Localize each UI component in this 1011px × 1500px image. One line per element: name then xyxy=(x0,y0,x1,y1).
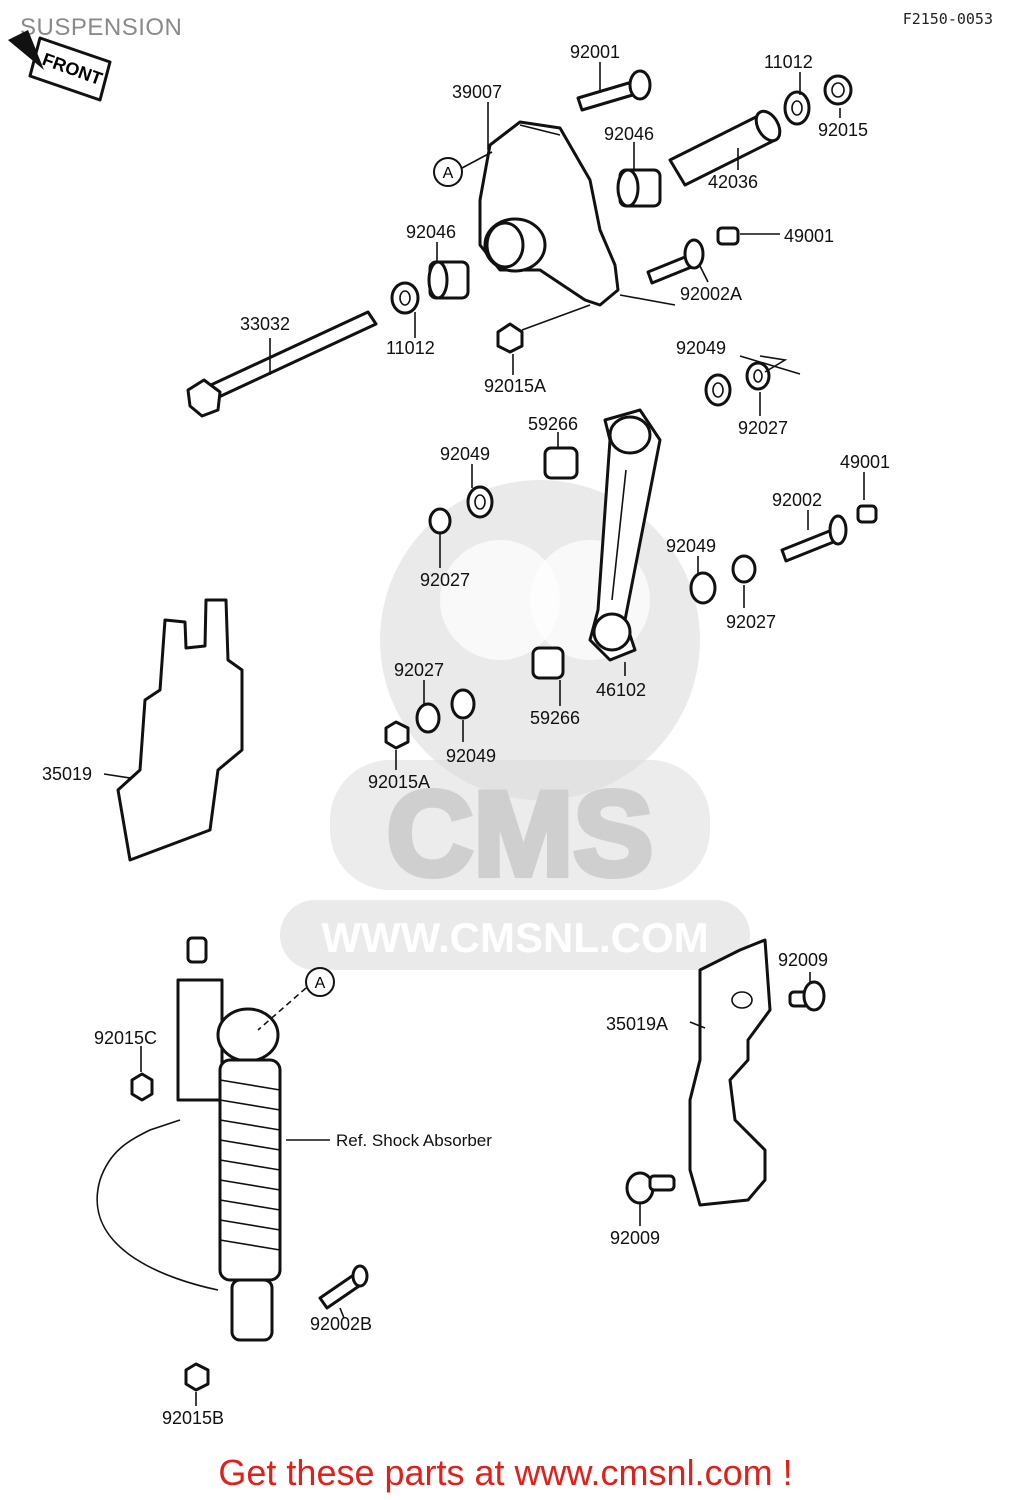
front-arrow: FRONT xyxy=(8,30,112,102)
label-92001: 92001 xyxy=(570,42,620,62)
cover-35019 xyxy=(116,598,244,862)
seal-92049-mid-right xyxy=(689,571,717,605)
label-92046-lower: 92046 xyxy=(406,222,456,242)
washer-92027-lower-left xyxy=(415,702,441,734)
part-labels: 92001 11012 39007 92046 92015 42036 4900… xyxy=(42,42,890,1428)
label-92027-mid-left: 92027 xyxy=(420,570,470,590)
collar-59266-lower xyxy=(531,646,565,680)
label-59266-lower: 59266 xyxy=(530,708,580,728)
label-49001-lower: 49001 xyxy=(840,452,890,472)
seal-92049-mid-left xyxy=(466,485,494,519)
label-49001-upper: 49001 xyxy=(784,226,834,246)
page-title: SUSPENSION xyxy=(20,14,183,41)
label-39007: 39007 xyxy=(452,82,502,102)
washer-11012-lower xyxy=(390,281,420,315)
shock-absorber xyxy=(96,936,282,1342)
callout-marker-a-upper-label: A xyxy=(443,165,454,182)
label-35019A: 35019A xyxy=(606,1014,668,1034)
label-92027-upper-right: 92027 xyxy=(738,418,788,438)
nut-92015A-lower xyxy=(384,720,410,750)
seal-92049-upper-right xyxy=(704,373,732,407)
label-92049-mid-right: 92049 xyxy=(666,536,716,556)
label-92049-mid-left: 92049 xyxy=(440,444,490,464)
label-92015: 92015 xyxy=(818,120,868,140)
label-11012-upper: 11012 xyxy=(764,52,813,72)
callout-marker-a-lower-label: A xyxy=(315,975,326,992)
leader-lines xyxy=(103,62,865,1406)
bushing-92046-lower xyxy=(427,260,470,300)
bracket-35019A xyxy=(688,938,772,1207)
tie-rod-46102 xyxy=(588,408,662,662)
bolt-92002A xyxy=(646,238,705,285)
label-92009-upper: 92009 xyxy=(778,950,828,970)
label-92002B: 92002B xyxy=(310,1314,372,1334)
label-59266-upper: 59266 xyxy=(528,414,578,434)
label-92049-upper-right: 92049 xyxy=(676,338,726,358)
label-92015A-lower: 92015A xyxy=(368,772,430,792)
label-92015A-upper: 92015A xyxy=(484,376,546,396)
label-92027-lower-left: 92027 xyxy=(394,660,444,680)
bolt-92002 xyxy=(780,504,878,563)
seal-92049-lower-left xyxy=(450,688,476,720)
label-92046-upper: 92046 xyxy=(604,124,654,144)
label-92049-lower-left: 92049 xyxy=(446,746,496,766)
bolt-92002B xyxy=(318,1264,369,1310)
ref-shock-absorber-label: Ref. Shock Absorber xyxy=(336,1131,492,1150)
bolt-92001 xyxy=(576,69,652,112)
label-33032: 33032 xyxy=(240,314,290,334)
collar-59266-upper xyxy=(543,446,579,480)
pivot-bolt-33032 xyxy=(186,310,378,418)
label-42036: 42036 xyxy=(708,172,758,192)
nut-92015C xyxy=(130,1072,154,1102)
label-92027-mid-right: 92027 xyxy=(726,612,776,632)
label-92015B: 92015B xyxy=(162,1408,224,1428)
label-92002: 92002 xyxy=(772,490,822,510)
nut-92015 xyxy=(823,74,853,106)
bolt-92009-lower xyxy=(625,1171,676,1205)
footer-cta[interactable]: Get these parts at www.cmsnl.com ! xyxy=(218,1452,793,1493)
washer-92027-mid-right xyxy=(731,554,757,584)
nut-92015B xyxy=(184,1362,210,1392)
washer-92027-mid-left xyxy=(428,507,452,535)
label-35019: 35019 xyxy=(42,764,92,784)
callout-marker-a-lower: A xyxy=(257,967,335,1031)
nut-92015A-upper xyxy=(496,322,524,354)
washer-11012-upper xyxy=(783,90,811,126)
watermark-url: WWW.CMSNL.COM xyxy=(321,914,708,961)
diagram-code: F2150-0053 xyxy=(902,10,993,28)
washer-92027-upper-right xyxy=(745,361,771,391)
collar-42036 xyxy=(668,109,782,187)
watermark-brand: CMS xyxy=(387,767,654,901)
label-92009-lower: 92009 xyxy=(610,1228,660,1248)
bolt-92009-upper xyxy=(788,980,826,1012)
bushing-92046-upper xyxy=(616,168,662,208)
label-92002A: 92002A xyxy=(680,284,742,304)
rocker-arm-39007 xyxy=(478,120,620,307)
label-92015C: 92015C xyxy=(94,1028,157,1048)
callout-marker-a-upper: A xyxy=(433,151,493,187)
label-11012-lower: 11012 xyxy=(386,338,435,358)
grease-nipple-49001-upper xyxy=(716,226,740,246)
label-46102: 46102 xyxy=(596,680,646,700)
